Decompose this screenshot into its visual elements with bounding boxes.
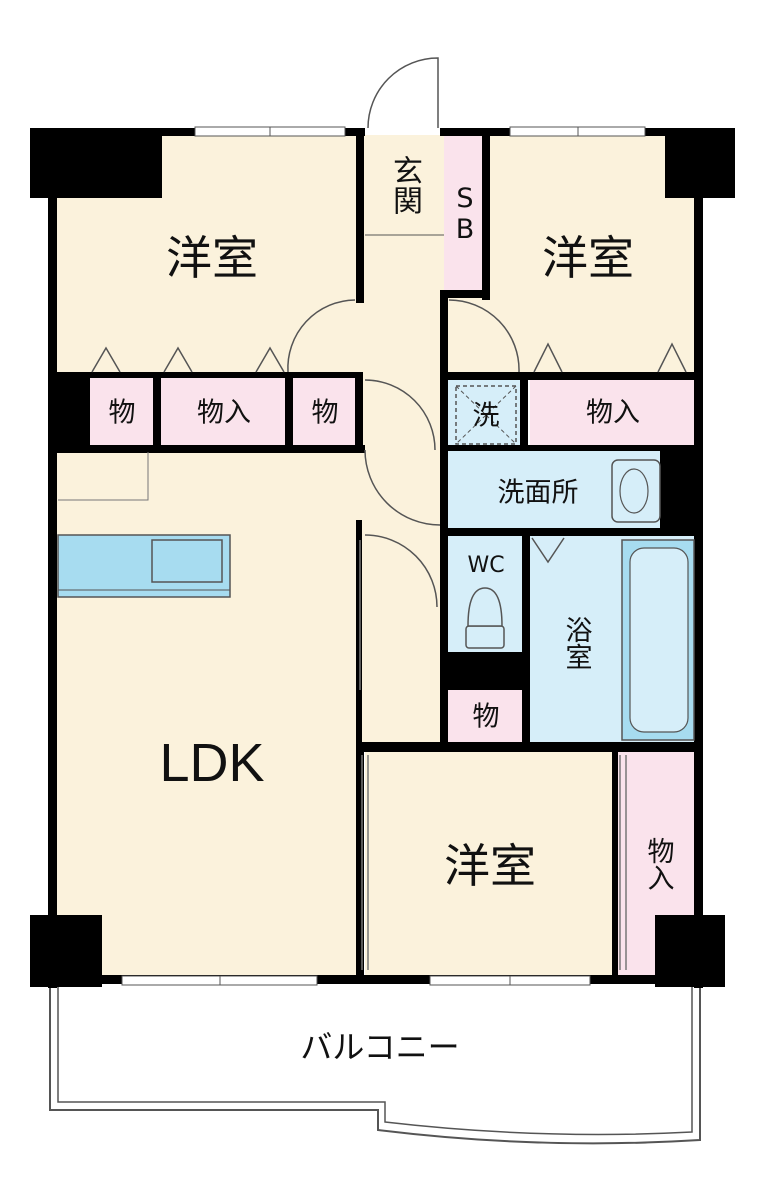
storage-2-area [160,375,285,445]
toilet-tank [465,625,505,649]
wall-storage-row [55,372,360,378]
column-ne [665,128,735,198]
wall-sb [482,128,490,300]
ldk-area [55,450,360,975]
column-se [655,915,725,987]
storage-5-area [448,690,524,745]
wall-right [694,128,703,988]
door-swing-ldk [364,379,436,451]
column-nw [30,128,162,198]
balcony-inner-outline [57,985,693,1136]
toilet-bowl [467,587,503,627]
door-swing-wc [364,534,438,608]
washer-pan [455,385,517,445]
western-room-s-area [365,750,615,975]
door-swing-wash [364,449,441,526]
wall-storage-left [55,372,90,452]
door-swing-nw [287,299,356,373]
shoe-box-area [444,135,484,295]
closet-markers [91,342,687,564]
wall-bottom [30,975,725,984]
wall-corridor-right [440,290,448,750]
wall-corridor-left [356,128,364,303]
balcony-outline [49,985,701,1145]
western-room-ne-lower [444,295,696,375]
column-sw [30,915,102,987]
wall-left [48,128,57,988]
entrance-area [360,135,444,745]
wall-storage-row-bottom [55,445,365,453]
front-door-swing [367,57,439,129]
kitchen-sink [151,539,223,583]
bathtub-inner [629,547,689,733]
storage-4-area [530,378,696,448]
storage-1-area [90,375,155,445]
storage-3-area [292,375,357,445]
door-swing-ne [448,299,520,373]
